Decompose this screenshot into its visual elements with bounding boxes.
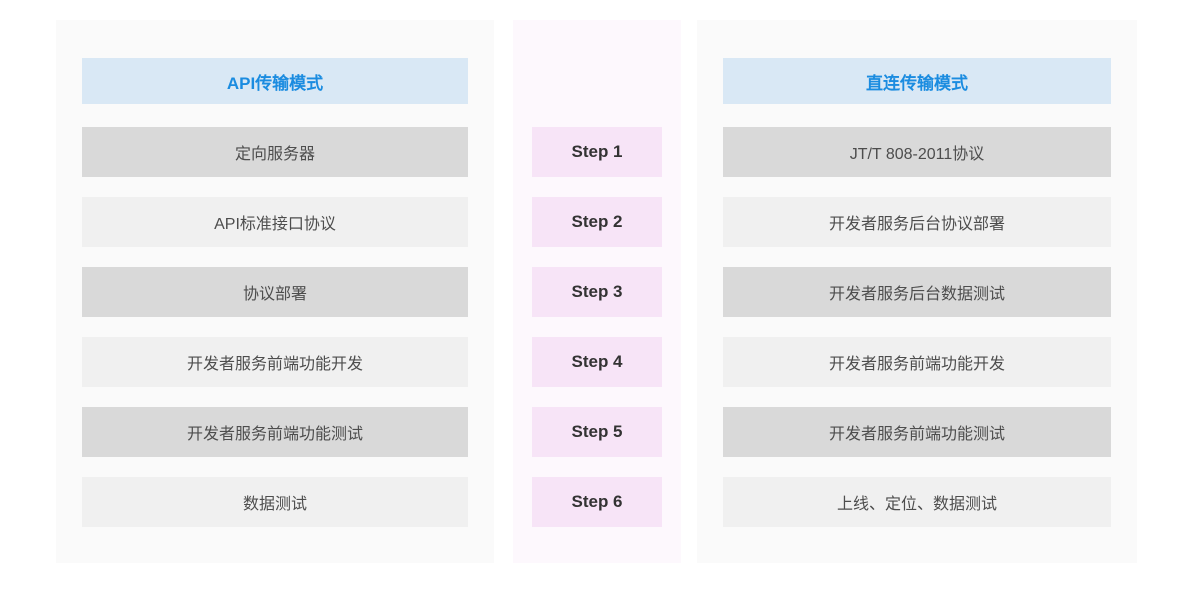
direct-mode-title: 直连传输模式 bbox=[723, 58, 1111, 104]
api-mode-row-6: 数据测试 bbox=[82, 477, 468, 527]
direct-mode-row-5: 开发者服务前端功能测试 bbox=[723, 407, 1111, 457]
step-3-label: Step 3 bbox=[532, 267, 662, 317]
api-mode-rows: 定向服务器 API标准接口协议 协议部署 开发者服务前端功能开发 开发者服务前端… bbox=[82, 127, 468, 527]
direct-mode-row-6: 上线、定位、数据测试 bbox=[723, 477, 1111, 527]
api-mode-title: API传输模式 bbox=[82, 58, 468, 104]
direct-mode-row-3: 开发者服务后台数据测试 bbox=[723, 267, 1111, 317]
api-mode-panel: API传输模式 定向服务器 API标准接口协议 协议部署 开发者服务前端功能开发… bbox=[56, 20, 494, 563]
step-5-label: Step 5 bbox=[532, 407, 662, 457]
step-1-label: Step 1 bbox=[532, 127, 662, 177]
direct-mode-row-2: 开发者服务后台协议部署 bbox=[723, 197, 1111, 247]
direct-mode-row-4: 开发者服务前端功能开发 bbox=[723, 337, 1111, 387]
api-mode-row-2: API标准接口协议 bbox=[82, 197, 468, 247]
step-4-label: Step 4 bbox=[532, 337, 662, 387]
step-2-label: Step 2 bbox=[532, 197, 662, 247]
direct-mode-panel: 直连传输模式 JT/T 808-2011协议 开发者服务后台协议部署 开发者服务… bbox=[697, 20, 1137, 563]
step-6-label: Step 6 bbox=[532, 477, 662, 527]
api-mode-row-5: 开发者服务前端功能测试 bbox=[82, 407, 468, 457]
api-mode-row-4: 开发者服务前端功能开发 bbox=[82, 337, 468, 387]
direct-mode-row-1: JT/T 808-2011协议 bbox=[723, 127, 1111, 177]
api-mode-row-3: 协议部署 bbox=[82, 267, 468, 317]
steps-panel: Step 1 Step 2 Step 3 Step 4 Step 5 Step … bbox=[513, 20, 681, 563]
api-mode-row-1: 定向服务器 bbox=[82, 127, 468, 177]
direct-mode-rows: JT/T 808-2011协议 开发者服务后台协议部署 开发者服务后台数据测试 … bbox=[723, 127, 1111, 527]
